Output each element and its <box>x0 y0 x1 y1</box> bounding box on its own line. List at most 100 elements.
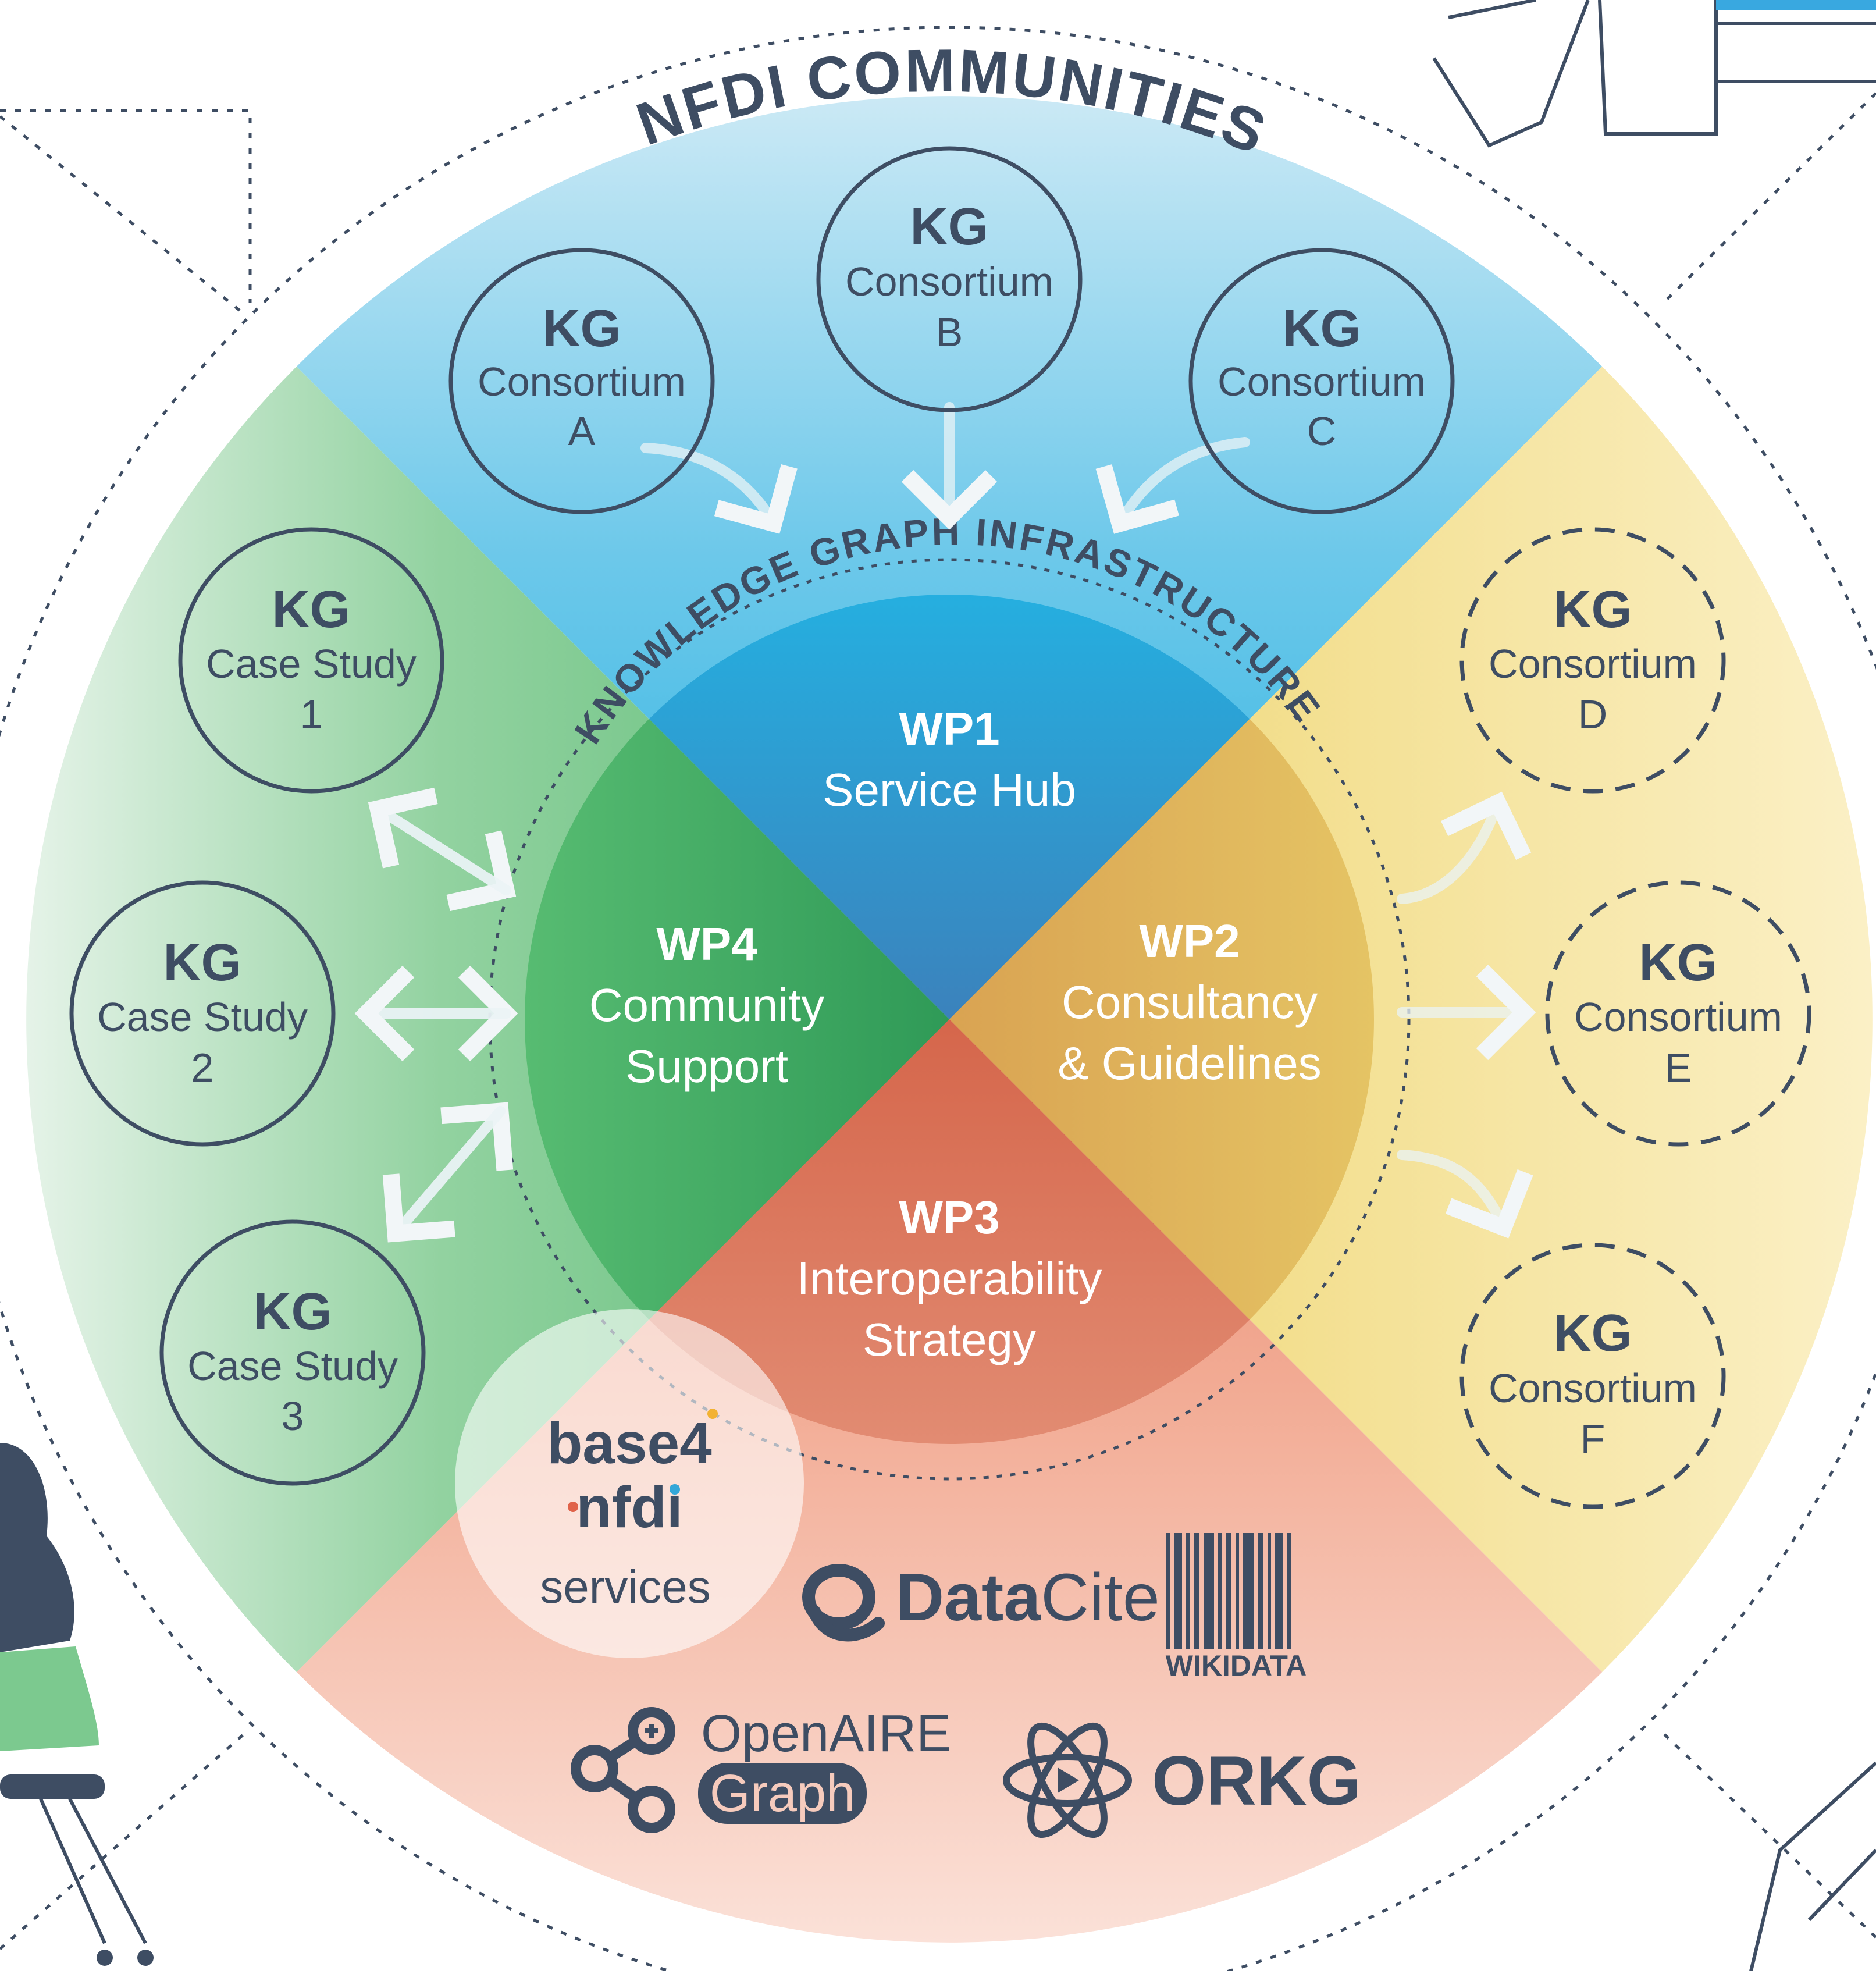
wp2-id: WP2 <box>1139 915 1240 967</box>
openaire-share-icon <box>571 1707 675 1833</box>
consortium-c: KG Consortium C <box>1188 248 1455 514</box>
case-study-3-number: 3 <box>282 1393 304 1439</box>
decorative-dotted-frame <box>0 26 1876 1974</box>
wp2-name-line-1: Consultancy <box>1062 976 1318 1028</box>
decorative-person-illustration-top-right <box>1432 0 1876 148</box>
openaire-graph-logo: OpenAIRE Graph <box>571 1705 951 1833</box>
wp4-wedge <box>525 595 949 1444</box>
decorative-blue-bar <box>1716 0 1876 10</box>
consortium-c-kg: KG <box>1283 300 1361 358</box>
consortium-d: KG Consortium D <box>1459 527 1726 794</box>
orkg-logo: ORKG <box>1003 1722 1361 1838</box>
wp1-label: WP1 Service Hub <box>823 703 1076 816</box>
wikidata-bar <box>1174 1533 1182 1649</box>
case-study-2-number: 2 <box>191 1045 214 1090</box>
wikidata-bar <box>1218 1533 1222 1649</box>
datacite-text-light: Cite <box>1041 1560 1160 1635</box>
consortium-e-circle <box>1545 880 1811 1147</box>
wikidata-bar <box>1186 1533 1190 1649</box>
openaire-graph-pill <box>698 1763 867 1824</box>
consortium-b-circle <box>816 146 1083 412</box>
wikidata-bar <box>1194 1533 1199 1649</box>
wp4-name-line-2: Support <box>625 1040 788 1092</box>
consortium-b: KG Consortium B <box>816 146 1083 412</box>
consortium-d-kg: KG <box>1554 581 1632 639</box>
wikidata-bar <box>1243 1533 1254 1649</box>
decorative-person-illustration-bottom-right <box>1749 1761 1876 1972</box>
sector-consortia-right <box>949 367 1873 1672</box>
wikidata-bar <box>1236 1533 1239 1649</box>
base4nfdi-caption: services <box>540 1561 710 1613</box>
wp3-id: WP3 <box>899 1191 999 1243</box>
consortium-a-label: Consortium <box>478 359 686 404</box>
consortium-b-kg: KG <box>910 198 989 256</box>
wikidata-bar <box>1258 1533 1263 1649</box>
case-study-2: KG Case Study 2 <box>69 880 336 1147</box>
wikidata-bar <box>1275 1533 1283 1649</box>
base4nfdi-badge-circle <box>455 1309 804 1658</box>
wp3-label: WP3 Interoperability Strategy <box>797 1191 1102 1365</box>
case-study-2-label: Case Study <box>97 994 308 1040</box>
case-study-1-label: Case Study <box>206 641 417 687</box>
consortium-b-label: Consortium <box>845 259 1053 304</box>
sector-consortia-top <box>296 96 1603 1020</box>
datacite-text-bold: Data <box>896 1560 1041 1635</box>
base4nfdi-logo-dot-red <box>568 1502 578 1512</box>
inner-dotted-ring <box>488 558 1411 1481</box>
case-study-1-number: 1 <box>300 692 323 737</box>
case-study-3: KG Case Study 3 <box>159 1219 426 1486</box>
consortium-c-label: Consortium <box>1218 359 1426 404</box>
consortium-e-kg: KG <box>1639 934 1718 992</box>
wp3-name-line-2: Strategy <box>863 1314 1036 1365</box>
wp2-name-line-2: & Guidelines <box>1058 1037 1322 1089</box>
openaire-graph-text: Graph <box>710 1765 855 1823</box>
case-study-3-kg: KG <box>254 1283 332 1341</box>
base4nfdi-logo-line-1: base4 <box>547 1411 712 1476</box>
flow-arrows <box>354 402 1536 1243</box>
case-study-3-circle <box>159 1219 426 1486</box>
consortium-e-label: Consortium <box>1574 994 1782 1040</box>
wp2-label: WP2 Consultancy & Guidelines <box>1058 915 1322 1089</box>
consortium-b-letter: B <box>936 310 963 355</box>
consortium-c-circle <box>1188 248 1455 514</box>
case-study-1-kg: KG <box>272 581 351 639</box>
consortium-d-circle <box>1459 527 1726 794</box>
base4nfdi-logo-dot-yellow <box>707 1409 718 1419</box>
consortium-f-kg: KG <box>1554 1304 1632 1363</box>
consortium-a-letter: A <box>568 408 596 454</box>
arrow-consortium-a-to-hub <box>640 443 798 534</box>
datacite-text: DataCite <box>896 1560 1160 1635</box>
decorative-person-illustration-left <box>0 1443 154 1966</box>
base4nfdi-logo-line-2: nfdi <box>576 1475 682 1540</box>
arrow-wp2-to-consortium-f <box>1397 1150 1533 1239</box>
wp3-name-line-1: Interoperability <box>797 1253 1102 1304</box>
wp1-id: WP1 <box>899 703 999 755</box>
wp4-id: WP4 <box>656 918 757 970</box>
wikidata-bar <box>1226 1533 1231 1649</box>
datacite-swirl-icon <box>802 1564 885 1642</box>
case-study-2-kg: KG <box>163 934 242 992</box>
arrow-wp4-to-case-study-1 <box>368 787 511 895</box>
wikidata-text: WIKIDATA <box>1166 1649 1307 1682</box>
sector-services-bottom <box>296 1019 1603 1943</box>
consortium-a-kg: KG <box>543 300 621 358</box>
case-study-1: KG Case Study 1 <box>178 527 444 794</box>
wikidata-bar <box>1204 1533 1214 1649</box>
wp1-name-line-1: Service Hub <box>823 764 1076 816</box>
wikidata-bar <box>1166 1533 1170 1649</box>
datacite-logo: DataCite <box>802 1560 1160 1642</box>
wikidata-bar <box>1287 1533 1291 1649</box>
wikidata-barcode-icon <box>1166 1533 1291 1649</box>
arrow-wp2-to-consortium-d <box>1397 791 1532 904</box>
openaire-text: OpenAIRE <box>701 1705 951 1763</box>
arrow-wp4-to-case-study-3 <box>382 1106 506 1243</box>
consortium-d-label: Consortium <box>1489 641 1697 687</box>
case-study-2-circle <box>69 880 336 1147</box>
orkg-atom-icon <box>1003 1722 1132 1838</box>
case-study-3-label: Case Study <box>187 1343 398 1389</box>
consortium-a: KG Consortium A <box>448 248 715 514</box>
wp4-label: WP4 Community Support <box>589 918 825 1092</box>
base4nfdi-logo-dot-blue <box>670 1484 680 1495</box>
consortium-c-letter: C <box>1307 408 1337 454</box>
wp4-name-line-1: Community <box>589 979 825 1031</box>
